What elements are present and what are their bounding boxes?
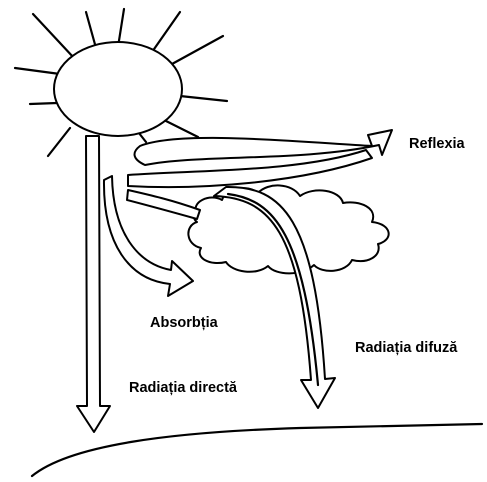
ground-line (32, 424, 482, 476)
reflection-label: Reflexia (409, 137, 465, 152)
direct-radiation-label: Radiația directă (129, 381, 237, 396)
cloud-inbound-arrow (127, 190, 200, 219)
absorption-label: Absorbția (150, 316, 218, 331)
diffuse-radiation-label: Radiația difuză (355, 341, 457, 356)
sun-icon (54, 42, 182, 136)
